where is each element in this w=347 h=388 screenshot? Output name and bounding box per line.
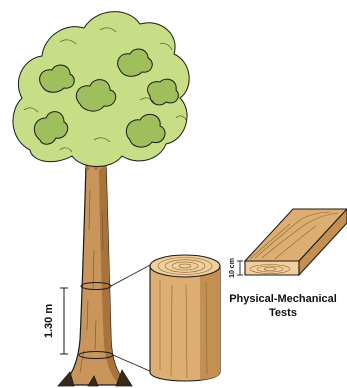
height-dimension bbox=[60, 288, 68, 354]
board-front bbox=[245, 261, 299, 275]
height-label: 1.30 m bbox=[43, 304, 55, 338]
caption-line-2: Tests bbox=[269, 307, 297, 319]
sawn-board-illustration bbox=[245, 209, 347, 275]
thickness-label: 10 cm bbox=[229, 258, 236, 278]
tree-canopy bbox=[13, 12, 189, 167]
thickness-dimension bbox=[237, 261, 243, 275]
caption-line-1: Physical-Mechanical bbox=[229, 293, 337, 305]
log-top bbox=[150, 255, 220, 277]
connector-lines bbox=[111, 264, 152, 372]
log-cylinder-illustration bbox=[150, 255, 220, 381]
log-shade bbox=[200, 266, 220, 380]
